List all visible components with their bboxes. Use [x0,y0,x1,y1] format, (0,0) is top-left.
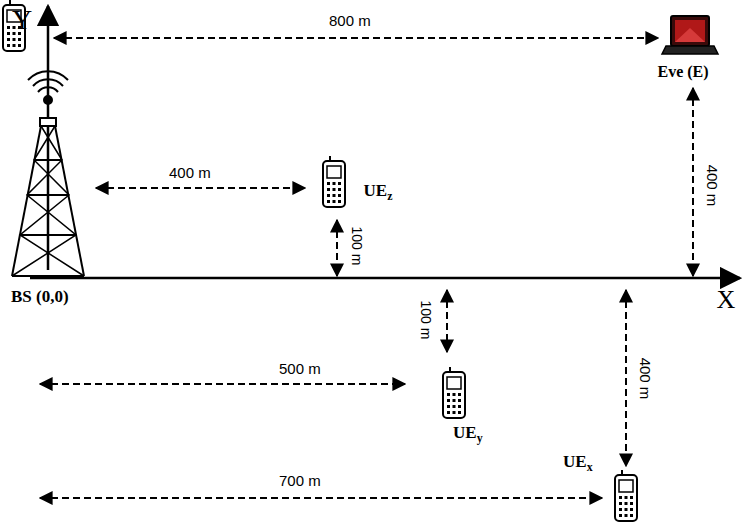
dimension-line [96,187,305,189]
dimension-line [54,37,658,39]
axis-label: Y [12,6,32,34]
dimension-label: 800 m [329,13,371,28]
dimension-line [40,497,602,499]
dimension-line [692,88,694,276]
dimension-line [625,290,627,466]
origin-label: BS (0,0) [11,288,69,305]
node-label: UEz [364,182,393,203]
dimension-line [336,220,338,276]
node-label: UEx [563,453,593,474]
phone-icon [323,156,345,207]
dimension-label: 100 m [419,301,433,340]
x-axis [30,277,740,280]
phone-icon [615,470,637,521]
dimension-line [40,383,405,385]
phone-icon [443,367,465,418]
axis-label: X [717,287,736,313]
dimension-label: 400 m [638,357,653,399]
tower-icon [12,71,84,276]
dimension-label: 100 m [350,227,364,266]
laptop-icon [662,16,718,54]
dimension-label: 500 m [279,361,321,376]
dimension-label: 700 m [279,473,321,488]
dimension-label: 400 m [705,164,720,206]
dimension-line [446,290,448,352]
dimension-label: 400 m [169,165,211,180]
node-label: UEy [453,424,483,445]
node-label: Eve (E) [658,64,709,80]
